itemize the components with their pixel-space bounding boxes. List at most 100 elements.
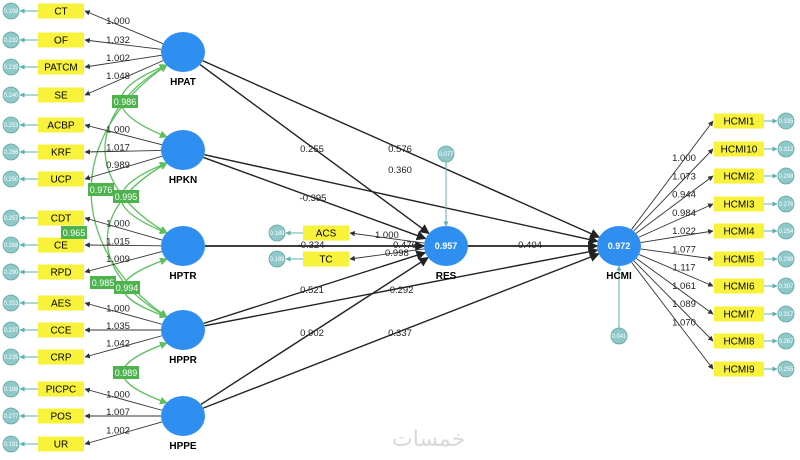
covariance-value: 0.976 [90,185,113,195]
indicator-label: UR [54,440,68,451]
error-value: 0.290 [3,270,19,276]
indicator-box [38,117,84,133]
error-circle [2,58,20,76]
loading-arrow [84,335,163,359]
loading-arrow [84,242,162,248]
error-value: 0.253 [3,301,19,307]
covariance-arc [104,64,168,234]
covariance-arc [106,162,168,318]
loading-arrow [633,148,714,232]
path-coefficient: 0.404 [518,240,542,251]
loading-value: 1.009 [106,254,130,265]
covariance-value: 0.995 [115,192,138,202]
indicator-box [38,264,84,280]
path-hppe-res [200,257,429,405]
indicator-label: UCP [50,175,71,186]
loading-arrow [84,155,163,181]
latent-hpkn: HPKN [161,130,205,186]
loading-arrow [84,54,162,69]
indicator-box [714,278,764,294]
indicator-box [714,141,764,157]
loading-arrow [636,258,714,315]
latent-name: HPPR [169,355,198,366]
loading-value: 1.000 [106,389,130,400]
indicator-box [303,225,349,241]
loading-arrow [633,260,714,342]
path-hpkn-hcmi [204,154,599,245]
latent-hptr: HPTR [161,226,205,282]
path-hpat-res [199,64,430,234]
indicator-aes: AES 0.253 [2,294,84,312]
indicator-box [714,196,764,212]
error-circle [2,143,20,161]
indicator-box [38,322,84,338]
error-circle [777,332,795,350]
loading-value: 1.073 [672,172,696,183]
error-circle [777,195,795,213]
error-circle [2,294,20,312]
indicator-label: AES [51,299,71,310]
loading-value: 0.944 [672,190,696,201]
error-value: 0.298 [778,174,794,180]
path-coefficient: -0.292 [387,285,414,296]
indicator-hcmi8: HCMI8 0.267 [714,332,795,350]
loading-arrow [635,175,714,234]
latent-name: HPKN [169,175,197,186]
loading-arrow [640,229,714,244]
error-value: 0.307 [778,284,794,290]
indicator-box [714,361,764,377]
indicator-label: CCE [50,326,71,337]
loading-value: 1.042 [106,339,130,350]
error-value: 0.250 [3,177,19,183]
loading-value: 1.002 [106,53,130,64]
loading-value: 1.017 [106,142,130,153]
error-circle [2,407,20,425]
indicator-label: POS [50,412,71,423]
indicator-label: PICPC [46,385,77,396]
loading-value: 1.015 [106,236,130,247]
error-circle [777,112,795,130]
error-value: 0.189 [269,231,285,237]
loading-arrow [84,149,162,155]
loading-value: 1.089 [672,299,696,310]
indicator-ucp: UCP 0.250 [2,170,84,188]
loading-arrow [349,230,425,244]
error-circle [437,145,455,163]
path-hppe-hcmi [202,252,600,409]
error-circle [2,348,20,366]
loading-arrow [631,262,714,370]
error-circle [777,305,795,323]
indicator-box [303,251,349,267]
loading-value: 1.117 [672,263,695,274]
loading-arrow [84,60,164,96]
indicator-label: HCMI4 [723,227,755,238]
covariance-badge [114,281,140,294]
error-value: 0.267 [778,339,794,345]
indicator-box [38,3,84,19]
error-circle [777,360,795,378]
loading-value: 0.984 [672,208,696,219]
latent-hpat: HPAT [161,32,205,88]
error-value: 0.335 [778,119,794,125]
loading-value: 1.061 [672,281,696,292]
covariance-badge [88,183,114,196]
error-circle [2,380,20,398]
path-coefficient: 0.360 [388,165,412,176]
error-circle [268,224,286,242]
covariance-value: 0.986 [114,97,137,107]
error-value: 0.312 [778,147,794,153]
error-circle [777,140,795,158]
indicator-label: HCMI8 [723,337,755,348]
indicator-label: HCMI9 [723,365,755,376]
error-value: 0.237 [3,328,19,334]
covariance-value: 0.985 [92,278,115,288]
indicator-box [38,381,84,397]
path-hppr-hcmi [204,247,599,327]
